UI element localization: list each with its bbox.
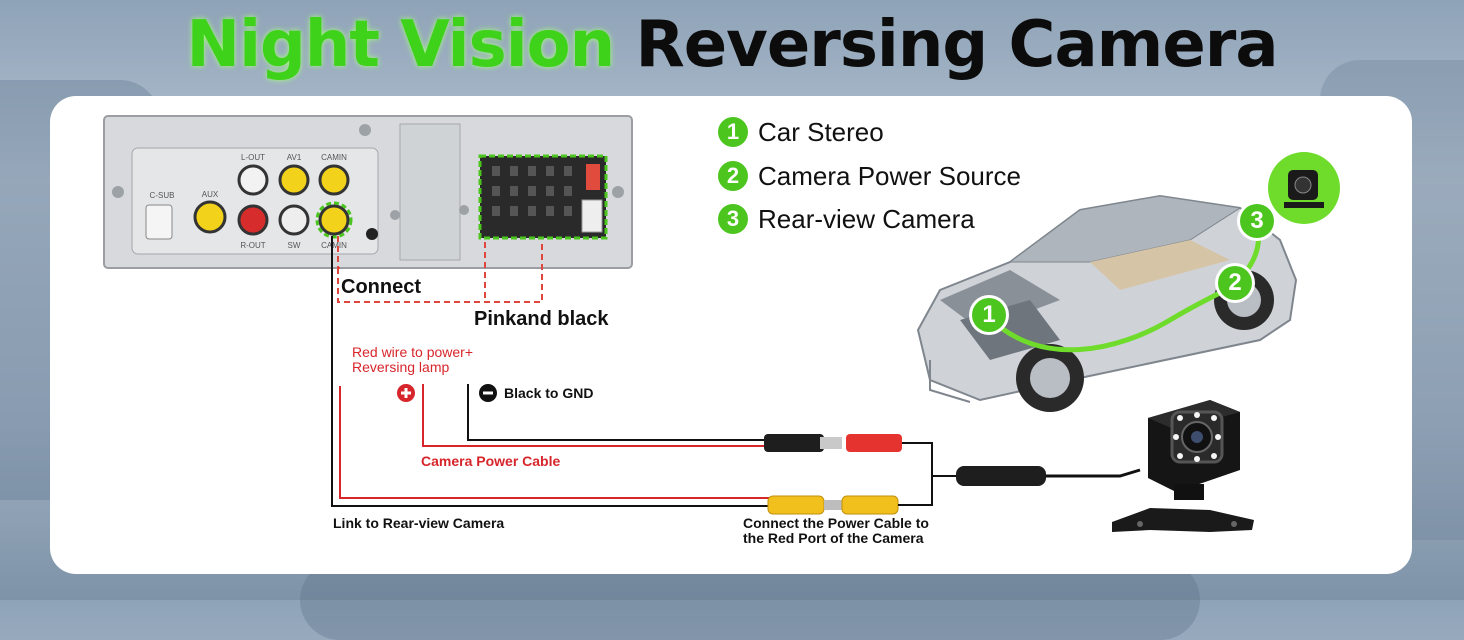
rca-jack-yellow-icon bbox=[193, 200, 227, 234]
rca-jack-white-icon bbox=[278, 204, 310, 236]
connect-power-label-line1: Connect the Power Cable to bbox=[743, 515, 929, 531]
title-main: Reversing Camera bbox=[635, 8, 1278, 82]
red-wire-label-line2: Reversing lamp bbox=[352, 359, 450, 375]
legend-label: Rear-view Camera bbox=[758, 203, 975, 234]
link-camera-label: Link to Rear-view Camera bbox=[333, 515, 505, 531]
page-title: Night Vision Reversing Camera bbox=[0, 2, 1464, 88]
car-badge-2: 2 bbox=[1218, 266, 1252, 300]
legend-item-car-stereo: 1 Car Stereo bbox=[718, 116, 884, 148]
connect-label: Connect bbox=[341, 276, 421, 298]
legend-item-camera-power: 2 Camera Power Source bbox=[718, 160, 1021, 192]
screw-icon bbox=[112, 186, 124, 198]
rear-view-camera-icon bbox=[1112, 400, 1254, 532]
camin-highlight bbox=[315, 201, 353, 239]
port-label-r-out: R-OUT bbox=[240, 241, 265, 250]
port-label-aux: AUX bbox=[202, 190, 219, 199]
rca-video-connector bbox=[767, 476, 933, 515]
legend-label: Camera Power Source bbox=[758, 160, 1021, 191]
port-label-sw: SW bbox=[288, 241, 301, 250]
screw-icon bbox=[359, 124, 371, 136]
port-label-l-out: L-OUT bbox=[241, 153, 265, 162]
legend-number: 2 bbox=[718, 161, 748, 191]
dc-power-connector bbox=[764, 434, 958, 477]
legend-item-rear-camera: 3 Rear-view Camera bbox=[718, 203, 975, 235]
rca-jack-yellow-icon bbox=[318, 204, 350, 236]
black-gnd-label: Black to GND bbox=[504, 385, 594, 401]
rca-jack-yellow-icon bbox=[318, 164, 350, 196]
camera-power-cable-label: Camera Power Cable bbox=[421, 453, 561, 469]
legend-number: 3 bbox=[718, 204, 748, 234]
car-stereo-unit: L-OUT AV1 CAMIN C-SUB AUX R-OUT SW CAMIN bbox=[103, 115, 633, 269]
legend-label: Car Stereo bbox=[758, 116, 884, 147]
red-wire-label-line1: Red wire to power+ bbox=[352, 344, 474, 360]
port-label-av1: AV1 bbox=[287, 153, 302, 162]
screw-icon bbox=[612, 186, 624, 198]
rca-jack-white-icon bbox=[237, 164, 269, 196]
car-badge-3: 3 bbox=[1240, 204, 1274, 238]
connect-power-label-line2: the Red Port of the Camera bbox=[743, 530, 924, 546]
pink-black-label: Pinkand black bbox=[474, 308, 609, 330]
rca-jack-red-icon bbox=[237, 204, 269, 236]
title-highlight: Night Vision bbox=[186, 8, 616, 82]
rca-jack-yellow-icon bbox=[278, 164, 310, 196]
screw-icon bbox=[390, 210, 400, 220]
port-label-camin-bottom: CAMIN bbox=[321, 241, 347, 250]
car-badge-1: 1 bbox=[972, 298, 1006, 332]
screw-icon bbox=[459, 205, 469, 215]
legend-number: 1 bbox=[718, 117, 748, 147]
port-label-camin: CAMIN bbox=[321, 153, 347, 162]
usb-port-icon bbox=[581, 199, 603, 233]
port-label-c-sub: C-SUB bbox=[150, 191, 175, 200]
car-cutaway-illustration bbox=[916, 194, 1298, 412]
cable-junction bbox=[956, 466, 1046, 486]
wiring-diagram: L-OUT AV1 CAMIN C-SUB AUX R-OUT SW CAMIN bbox=[103, 115, 1340, 532]
